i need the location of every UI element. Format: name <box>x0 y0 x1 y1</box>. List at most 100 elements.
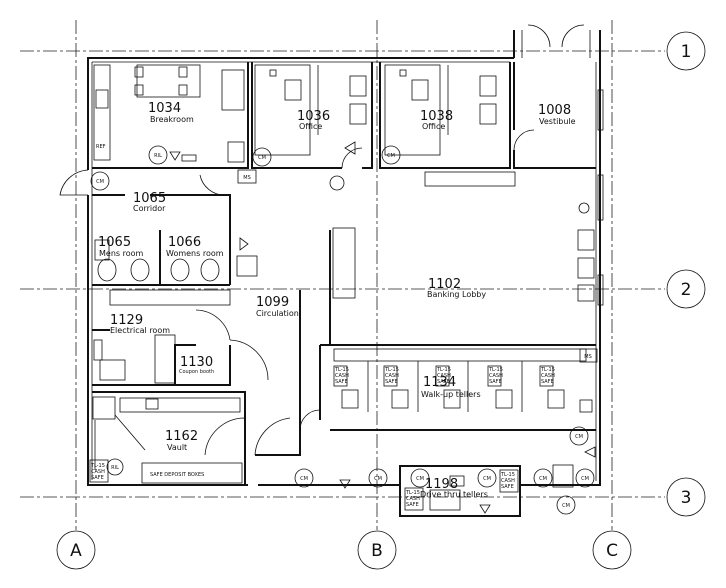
room-name: Drive thru tellers <box>420 490 488 499</box>
grid-label-b: B <box>371 541 383 561</box>
cm-symbol: CM <box>368 468 388 488</box>
teller-safe-line-2: CASH <box>335 373 349 379</box>
cm-symbol: CM <box>410 468 430 488</box>
exterior-walls <box>87 24 604 517</box>
svg-text:CM: CM <box>581 476 589 482</box>
svg-text:CM: CM <box>300 476 308 482</box>
room-name: Walk-up tellers <box>421 390 481 399</box>
teller-safe-line-2: CASH <box>385 373 399 379</box>
room-name: Vault <box>167 443 187 452</box>
ms-symbol: MS <box>579 348 598 363</box>
room-number: 1099 <box>256 295 289 310</box>
cm-symbol: CM <box>381 145 401 165</box>
room-number: 1102 <box>428 277 461 292</box>
teller-safe-line-3: SAFE <box>541 379 554 385</box>
svg-text:CM: CM <box>387 153 395 159</box>
svg-text:CM: CM <box>483 476 491 482</box>
room-number: 1065 <box>133 191 166 206</box>
ril-symbol: RIL <box>148 145 168 165</box>
grid-label-a: A <box>70 541 82 561</box>
grid-bubble-2 <box>666 269 706 309</box>
vault-safe-line-3: SAFE <box>91 475 104 481</box>
grid-lines <box>20 20 665 530</box>
grid-bubble-a <box>56 530 96 570</box>
room-number: 1130 <box>180 355 213 370</box>
room-number: 1038 <box>420 109 453 124</box>
room-name: Mens room <box>99 249 144 258</box>
ms-symbol: MS <box>237 169 257 184</box>
svg-text:RIL: RIL <box>111 465 119 471</box>
teller-safe-line-2: CASH <box>437 373 451 379</box>
room-number: 1162 <box>165 429 198 444</box>
teller-safe-line-2: CASH <box>541 373 555 379</box>
svg-text:CM: CM <box>96 179 104 185</box>
room-name: Banking Lobby <box>427 290 486 299</box>
symbols: CM CM CM CM CM CM CM CM <box>90 141 598 515</box>
room-name: Circulation <box>256 309 299 318</box>
grid-bubble-3 <box>666 477 706 517</box>
room-name: Womens room <box>166 249 224 258</box>
grid-bubble-c <box>592 530 632 570</box>
room-number: 1066 <box>168 235 201 250</box>
drive-safe-line-2: CASH <box>501 478 515 484</box>
teller-safe-line-2: CASH <box>489 373 503 379</box>
teller-safe-line-3: SAFE <box>335 379 348 385</box>
svg-text:CM: CM <box>416 476 424 482</box>
svg-text:CM: CM <box>258 155 266 161</box>
drive-safe-line-3: SAFE <box>406 502 419 508</box>
svg-text:CM: CM <box>539 476 547 482</box>
teller-safe-line-3: SAFE <box>437 379 450 385</box>
room-number: 1034 <box>148 101 181 116</box>
vault-safe-line-2: CASH <box>91 469 105 475</box>
teller-safe-line-1: TL-15 <box>488 367 503 373</box>
vault-safe-line-1: TL-15 <box>90 463 105 469</box>
svg-text:RIL: RIL <box>154 153 162 159</box>
grid-bubbles: 1 2 3 A B C <box>56 31 706 570</box>
drive-safe-line-2: CASH <box>406 496 420 502</box>
drive-safe-line-1: TL-15 <box>500 472 515 478</box>
room-number: 1198 <box>425 477 458 492</box>
grid-label-1: 1 <box>681 42 692 62</box>
room-number: 1129 <box>110 313 143 328</box>
room-name: Electrical room <box>110 326 170 335</box>
cm-symbol: CM <box>252 147 272 167</box>
grid-label-3: 3 <box>681 488 692 508</box>
ril-symbol: RIL <box>106 458 124 476</box>
cm-symbol: CM <box>556 495 576 515</box>
teller-safe-labels: TL-15 CASH SAFE TL-15 CASH SAFE TL-15 CA… <box>334 367 555 508</box>
room-name: Corridor <box>133 204 166 213</box>
cm-symbol: CM <box>294 468 314 488</box>
cm-symbol: CM <box>569 426 589 446</box>
room-name: Vestibule <box>539 117 576 126</box>
teller-safe-line-1: TL-15 <box>334 367 349 373</box>
room-name: Coupon booth <box>179 369 214 375</box>
grid-label-2: 2 <box>681 280 692 300</box>
teller-safe-line-1: TL-15 <box>436 367 451 373</box>
room-labels: 1034 Breakroom 1036 Office 1038 Office 1… <box>98 101 576 499</box>
cm-symbol: CM <box>575 468 595 488</box>
door-swings <box>59 129 535 456</box>
teller-safe-line-3: SAFE <box>489 379 502 385</box>
svg-text:CM: CM <box>575 434 583 440</box>
drive-safe-line-3: SAFE <box>501 484 514 490</box>
room-name: Breakroom <box>150 115 194 124</box>
svg-text:CM: CM <box>562 503 570 509</box>
drive-safe-line-1: TL-15 <box>405 490 420 496</box>
svg-text:MS: MS <box>243 175 251 181</box>
room-number: 1134 <box>423 375 456 390</box>
furniture: REF <box>89 64 595 511</box>
ref-label: REF <box>96 144 106 150</box>
teller-safe-line-1: TL-15 <box>384 367 399 373</box>
svg-text:MS: MS <box>584 354 592 360</box>
teller-safe-line-3: SAFE <box>385 379 398 385</box>
room-name: Office <box>422 122 445 131</box>
room-number: 1065 <box>98 235 131 250</box>
svg-text:CM: CM <box>374 476 382 482</box>
room-name: Office <box>299 122 322 131</box>
grid-label-c: C <box>606 541 618 561</box>
grid-bubble-1 <box>666 31 706 71</box>
safe-deposit-label: SAFE DEPOSIT BOXES <box>150 472 204 478</box>
interior-walls <box>92 62 596 485</box>
